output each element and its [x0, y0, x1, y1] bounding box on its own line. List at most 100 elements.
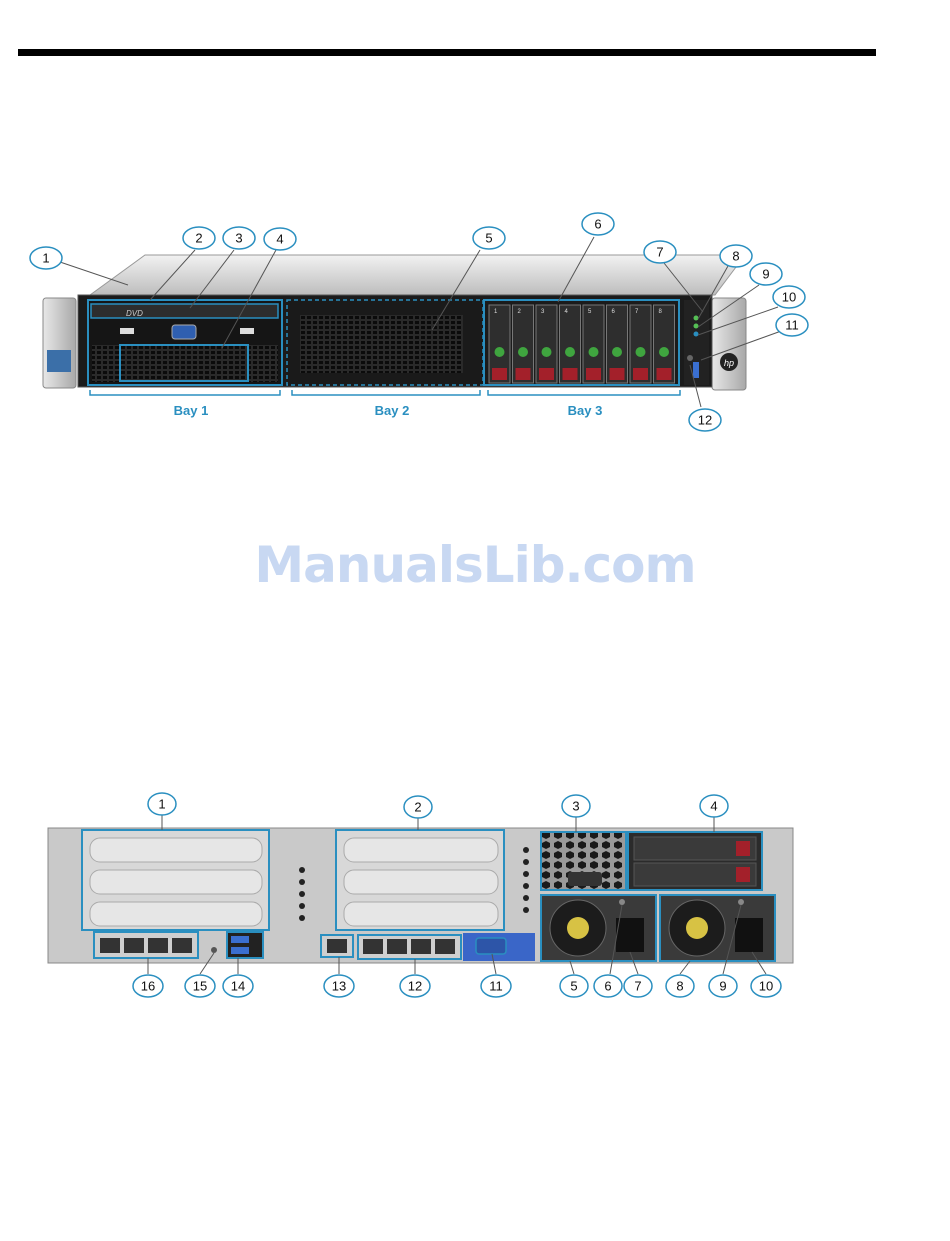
drive-release-latch[interactable] — [586, 368, 601, 380]
left-ear-label — [47, 350, 71, 372]
right-rack-ear — [712, 298, 746, 390]
svg-text:8: 8 — [676, 979, 683, 994]
vga-port-rear — [476, 938, 506, 954]
rear-callout-1: 1 — [148, 793, 176, 815]
svg-text:5: 5 — [570, 979, 577, 994]
drive-bay-5[interactable]: 5 — [583, 305, 604, 383]
drive-bay-8[interactable]: 8 — [654, 305, 675, 383]
ilo-rj45 — [327, 939, 347, 953]
svg-text:5: 5 — [485, 231, 492, 246]
drive-release-latch[interactable] — [516, 368, 531, 380]
rear-callout-10: 10 — [751, 975, 781, 997]
drive-release-latch[interactable] — [610, 368, 625, 380]
svg-text:13: 13 — [332, 979, 346, 994]
front-callout-9: 9 — [750, 263, 782, 285]
front-callout-10: 10 — [773, 286, 805, 308]
drive-bay-2[interactable]: 2 — [513, 305, 534, 383]
drive-bay-4[interactable]: 4 — [560, 305, 581, 383]
rear-callout-11: 11 — [481, 975, 511, 997]
rear-drive-2-latch[interactable] — [736, 867, 750, 882]
psu-2-led — [738, 899, 744, 905]
usb-port-right — [240, 328, 254, 334]
bay-1-label: Bay 1 — [174, 403, 209, 418]
svg-text:15: 15 — [193, 979, 207, 994]
bay-2-vent — [300, 315, 463, 373]
svg-text:9: 9 — [719, 979, 726, 994]
svg-text:3: 3 — [235, 231, 242, 246]
uid-button[interactable] — [211, 947, 217, 953]
svg-text:4: 4 — [276, 232, 283, 247]
drive-status-led — [495, 347, 505, 357]
rear-callout-14: 14 — [223, 975, 253, 997]
top-rule — [18, 49, 876, 56]
chassis-top — [90, 255, 745, 295]
riser-1-slots — [90, 838, 262, 926]
front-callout-4: 4 — [264, 228, 296, 250]
drive-status-led — [565, 347, 575, 357]
front-callout-11: 11 — [776, 314, 808, 336]
svg-text:12: 12 — [408, 979, 422, 994]
drive-release-latch[interactable] — [492, 368, 507, 380]
drive-bay-3[interactable]: 3 — [536, 305, 557, 383]
front-callout-1: 1 — [30, 247, 62, 269]
bay-2-bracket — [292, 390, 480, 395]
rear-view-figure: 1 2 3 4 16 15 14 13 12 11 5 6 7 8 9 10 — [0, 790, 950, 1005]
drive-bay-7[interactable]: 7 — [630, 305, 651, 383]
riser-2-slots — [344, 838, 498, 926]
rear-callout-16: 16 — [133, 975, 163, 997]
drive-bay-6[interactable]: 6 — [607, 305, 628, 383]
usb-3-port-top — [231, 936, 249, 943]
svg-text:9: 9 — [762, 267, 769, 282]
nic-led — [694, 332, 699, 337]
bay-3-bracket — [488, 390, 680, 395]
rear-callout-13: 13 — [324, 975, 354, 997]
svg-text:6: 6 — [604, 979, 611, 994]
psu-1-power-inlet — [616, 918, 644, 952]
front-callout-2: 2 — [183, 227, 215, 249]
drive-status-led — [589, 347, 599, 357]
serial-port — [568, 872, 602, 886]
rear-callout-2: 2 — [404, 796, 432, 818]
svg-text:11: 11 — [785, 318, 799, 333]
svg-text:8: 8 — [732, 249, 739, 264]
front-callout-8: 8 — [720, 245, 752, 267]
uid-led — [694, 316, 699, 321]
bay-2-label: Bay 2 — [375, 403, 410, 418]
drive-status-led — [636, 347, 646, 357]
svg-text:4: 4 — [710, 799, 717, 814]
left-rack-ear — [43, 298, 76, 388]
psu-2-power-inlet — [735, 918, 763, 952]
usb-port-left — [120, 328, 134, 334]
svg-text:2: 2 — [195, 231, 202, 246]
rear-callout-3: 3 — [562, 795, 590, 817]
svg-text:7: 7 — [634, 979, 641, 994]
drive-release-latch[interactable] — [633, 368, 648, 380]
drive-release-latch[interactable] — [657, 368, 672, 380]
svg-text:2: 2 — [414, 800, 421, 815]
power-button[interactable] — [687, 355, 693, 361]
rear-drive-1-latch[interactable] — [736, 841, 750, 856]
svg-text:7: 7 — [656, 245, 663, 260]
svg-text:12: 12 — [698, 413, 712, 428]
drive-release-latch[interactable] — [539, 368, 554, 380]
svg-text:14: 14 — [231, 979, 245, 994]
rear-callout-15: 15 — [185, 975, 215, 997]
svg-text:1: 1 — [42, 251, 49, 266]
rear-callout-12: 12 — [400, 975, 430, 997]
rear-callout-6: 6 — [594, 975, 622, 997]
rear-callout-4: 4 — [700, 795, 728, 817]
watermark: ManualsLib.com — [0, 536, 950, 594]
usb-3-port-bottom — [231, 947, 249, 954]
dvd-label: DVD — [126, 309, 143, 318]
drive-status-led — [612, 347, 622, 357]
vga-port-front — [172, 325, 196, 339]
drive-release-latch[interactable] — [563, 368, 578, 380]
front-callout-7: 7 — [644, 241, 676, 263]
svg-text:16: 16 — [141, 979, 155, 994]
rear-view-illustration: 1 2 3 4 16 15 14 13 12 11 5 6 7 8 9 10 — [0, 790, 950, 1005]
optical-drive — [91, 304, 278, 318]
drive-bay-1[interactable]: 1 — [489, 305, 510, 383]
psu-1-led — [619, 899, 625, 905]
